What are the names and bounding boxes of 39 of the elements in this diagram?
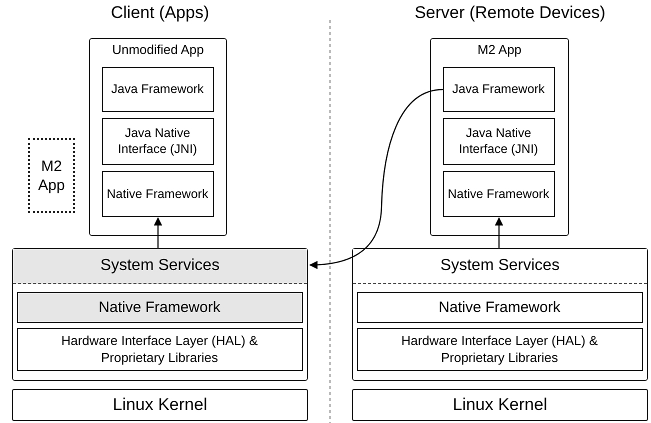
layer-box [102,66,214,112]
app-box [28,138,75,213]
layer-label: M2 App [37,156,66,194]
layer-label: Java Native Interface (JNI) [116,125,198,157]
kernel-box [352,389,648,421]
layer-label: Linux Kernel [112,395,208,415]
layer-label: Native Framework [98,298,222,316]
platform-box [352,248,648,381]
layer-label: Hardware Interface Layer (HAL) & Proprietary Libraries [400,332,599,366]
column-title: Server (Remote Devices) [414,2,606,24]
layer-label: System Services [100,256,220,276]
arrow [494,217,504,248]
layer-box [356,292,642,322]
platform-box [12,248,308,381]
app-container [89,38,227,236]
layer-box [442,118,554,164]
layer-box [356,328,642,370]
layer-label: M2 App [477,42,522,58]
layer-label: Java Native Interface (JNI) [458,125,540,157]
layer-label: Linux Kernel [452,395,548,415]
layer-label: System Services [440,256,560,276]
kernel-box [12,389,308,421]
column-title: Client (Apps) [110,2,210,24]
layer-box [16,292,302,322]
layer-label: Native Framework [106,186,210,202]
layer-label: Hardware Interface Layer (HAL) & Proprietary Libraries [60,332,259,366]
layer-box [102,118,214,164]
layer-box [442,170,554,216]
layer-box [442,66,554,112]
layer-box [102,170,214,216]
layer-label: Native Framework [438,298,562,316]
layer-label: Unmodified App [112,42,204,58]
layer-box [16,328,302,370]
arrow [309,88,444,270]
layer-label: Java Framework [451,81,546,97]
layer-label: Native Framework [446,186,550,202]
app-container [430,38,569,236]
layer-label: Java Framework [110,81,205,97]
arrow [154,217,162,248]
